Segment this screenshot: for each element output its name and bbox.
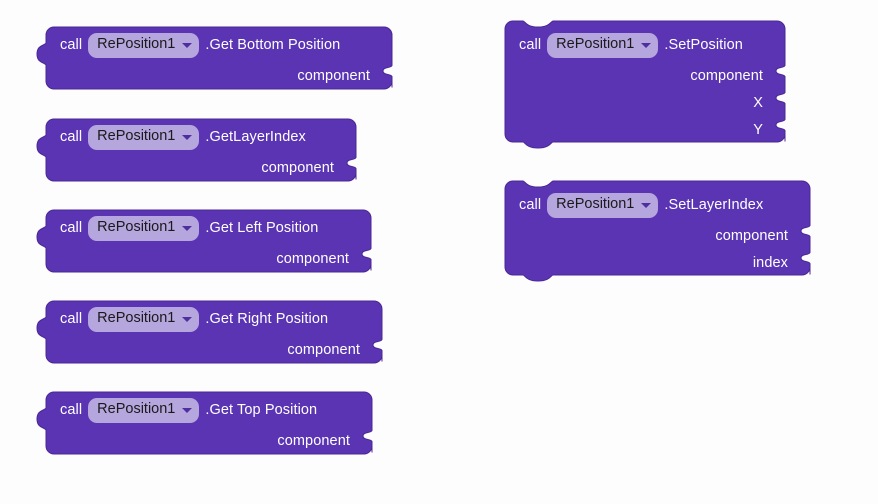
method-name-label: .GetLayerIndex (205, 128, 306, 145)
block-header-row: call RePosition1 .GetLayerIndex (60, 119, 306, 155)
component-dropdown[interactable]: RePosition1 (547, 32, 659, 58)
chevron-down-icon (641, 202, 652, 208)
method-name-label: .SetPosition (664, 36, 743, 53)
block-arg-row: component (505, 223, 788, 250)
component-dropdown-label: RePosition1 (97, 219, 176, 236)
component-dropdown-label: RePosition1 (556, 196, 635, 213)
block-header-row: call RePosition1 .SetPosition (519, 27, 743, 63)
block-get-layer-index[interactable]: call RePosition1 .GetLayerIndex component (36, 118, 360, 191)
component-dropdown[interactable]: RePosition1 (88, 306, 200, 332)
arg-label: component (261, 160, 334, 177)
arg-label: component (715, 228, 788, 245)
method-name-label: .Get Top Position (205, 401, 318, 418)
component-dropdown[interactable]: RePosition1 (88, 32, 200, 58)
call-keyword: call (519, 196, 542, 213)
block-header-row: call RePosition1 .Get Bottom Position (60, 27, 340, 63)
block-arg-row: component (37, 155, 334, 182)
method-name-label: .Get Bottom Position (205, 36, 341, 53)
block-arg-row: component (37, 337, 360, 364)
arg-label: component (287, 342, 360, 359)
call-keyword: call (60, 401, 83, 418)
block-get-left-position[interactable]: call RePosition1 .Get Left Position compone… (36, 209, 375, 282)
arg-label: index (752, 255, 788, 272)
block-get-top-position[interactable]: call RePosition1 .Get Top Position componen… (36, 391, 376, 464)
chevron-down-icon (182, 316, 193, 322)
block-set-layer-index[interactable]: call RePosition1 .SetLayerIndex component in… (504, 180, 814, 282)
block-header-row: call RePosition1 .Get Top Position (60, 392, 317, 428)
call-keyword: call (60, 310, 83, 327)
call-keyword: call (60, 219, 83, 236)
chevron-down-icon (182, 407, 193, 413)
block-arg-row: X (505, 90, 763, 117)
block-get-right-position[interactable]: call RePosition1 .Get Right Position compon… (36, 300, 386, 373)
block-arg-row: index (505, 250, 788, 277)
component-dropdown[interactable]: RePosition1 (88, 397, 200, 423)
arg-label: component (690, 68, 763, 85)
method-name-label: .Get Right Position (205, 310, 329, 327)
call-keyword: call (60, 36, 83, 53)
component-dropdown-label: RePosition1 (556, 36, 635, 53)
chevron-down-icon (182, 225, 193, 231)
block-arg-row: component (505, 63, 763, 90)
component-dropdown-label: RePosition1 (97, 310, 176, 327)
component-dropdown[interactable]: RePosition1 (88, 215, 200, 241)
chevron-down-icon (182, 134, 193, 140)
arg-label: Y (753, 122, 763, 139)
arg-label: X (753, 95, 763, 112)
component-dropdown-label: RePosition1 (97, 401, 176, 418)
arg-label: component (276, 251, 349, 268)
block-arg-row: Y (505, 117, 763, 144)
block-arg-row: component (37, 63, 370, 90)
block-get-bottom-position[interactable]: call RePosition1 .Get Bottom Position compo… (36, 26, 396, 99)
chevron-down-icon (182, 42, 193, 48)
component-dropdown[interactable]: RePosition1 (547, 192, 659, 218)
component-dropdown-label: RePosition1 (97, 128, 176, 145)
block-arg-row: component (37, 246, 349, 273)
block-header-row: call RePosition1 .Get Left Position (60, 210, 318, 246)
block-header-row: call RePosition1 .Get Right Position (60, 301, 328, 337)
method-name-label: .Get Left Position (205, 219, 319, 236)
block-header-row: call RePosition1 .SetLayerIndex (519, 187, 763, 223)
arg-label: component (297, 68, 370, 85)
block-arg-row: component (37, 428, 350, 455)
component-dropdown-label: RePosition1 (97, 36, 176, 53)
chevron-down-icon (641, 42, 652, 48)
arg-label: component (277, 433, 350, 450)
call-keyword: call (519, 36, 542, 53)
component-dropdown[interactable]: RePosition1 (88, 124, 200, 150)
method-name-label: .SetLayerIndex (664, 196, 764, 213)
call-keyword: call (60, 128, 83, 145)
